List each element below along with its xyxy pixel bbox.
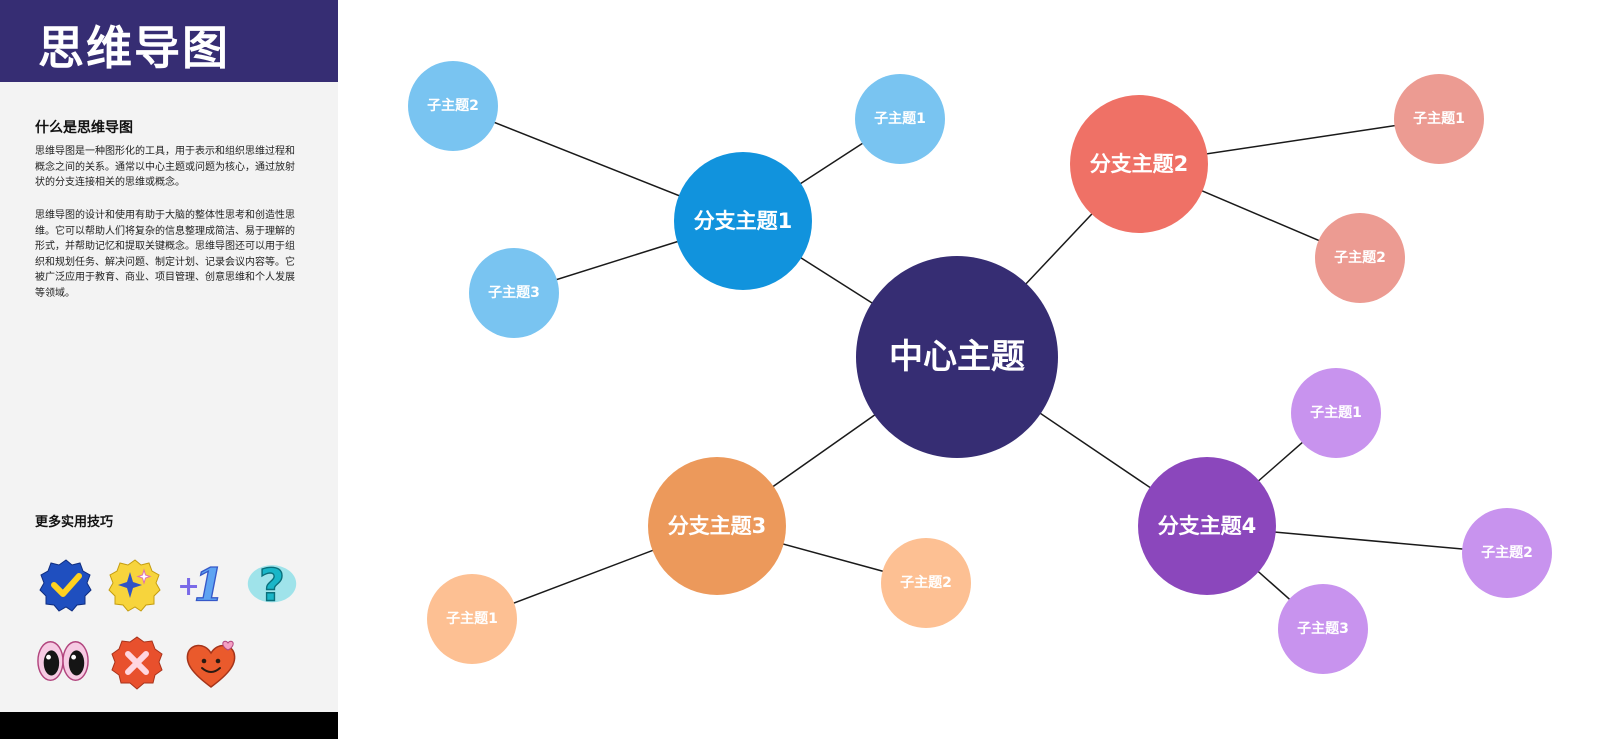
- branch-3-subtopic-2-node-circle: [881, 538, 971, 628]
- branch-4-subtopic-1-node[interactable]: 子主题1: [1291, 368, 1381, 458]
- branch-topic-2-node-label: 分支主题2: [1090, 152, 1189, 176]
- branch-1-subtopic-3-node-circle: [469, 248, 559, 338]
- branch-4-subtopic-2-node[interactable]: 子主题2: [1462, 508, 1552, 598]
- branch-topic-1-node-label: 分支主题1: [694, 209, 793, 233]
- branch-4-subtopic-3-node[interactable]: 子主题3: [1278, 584, 1368, 674]
- x-badge-icon: [111, 636, 163, 690]
- branch-2-subtopic-2-node-circle: [1315, 213, 1405, 303]
- eyes-icon: [37, 640, 89, 682]
- branch-2-subtopic-1-node[interactable]: 子主题1: [1394, 74, 1484, 164]
- about-heading: 什么是思维导图: [35, 120, 133, 136]
- branch-topic-4-node-label: 分支主题4: [1158, 514, 1257, 538]
- branch-2-subtopic-1-node-label: 子主题1: [1413, 110, 1465, 127]
- branch-2-subtopic-2-node-label: 子主题2: [1334, 249, 1386, 266]
- branch-1-subtopic-2-node-circle: [855, 74, 945, 164]
- branch-4-subtopic-1-node-circle: [1291, 368, 1381, 458]
- branch-1-subtopic-1-node[interactable]: 子主题2: [408, 61, 498, 151]
- branch-1-subtopic-1-node-label: 子主题2: [427, 97, 479, 114]
- branch-1-subtopic-2-node-label: 子主题1: [874, 110, 926, 127]
- svg-text:1: 1: [194, 559, 225, 606]
- branch-4-subtopic-2-node-label: 子主题2: [1481, 544, 1533, 561]
- branch-1-subtopic-3-node-label: 子主题3: [488, 284, 540, 301]
- branch-1-subtopic-1-node-circle: [408, 61, 498, 151]
- nodes: 中心主题 分支主题1 子主题2 子主题1 子主题3 分支主题2 子主题1 子主题2 分支主题3 子…: [408, 61, 1552, 674]
- branch-topic-4-node-circle: [1138, 457, 1276, 595]
- tips-heading: 更多实用技巧: [35, 515, 114, 530]
- branch-topic-2-node-circle: [1070, 95, 1208, 233]
- sparkle-badge-icon: [108, 559, 161, 612]
- branch-1-subtopic-2-node[interactable]: 子主题1: [855, 74, 945, 164]
- branch-4-subtopic-2-node-circle: [1462, 508, 1552, 598]
- branch-topic-3-node-circle: [648, 457, 786, 595]
- usage-paragraph: 思维导图的设计和使用有助于大脑的整体性思考和创造性思维。它可以帮助人们将复杂的信…: [35, 210, 295, 299]
- branch-topic-2-node[interactable]: 分支主题2: [1070, 95, 1208, 233]
- question-mark-icon: ?: [247, 559, 297, 608]
- intro-paragraph: 思维导图是一种图形化的工具，用于表示和组织思维过程和概念之间的关系。通常以中心主…: [35, 146, 295, 188]
- branch-4-subtopic-3-node-label: 子主题3: [1297, 620, 1349, 637]
- branch-3-subtopic-1-node-label: 子主题1: [446, 610, 498, 627]
- check-badge-icon: [39, 559, 92, 612]
- branch-2-subtopic-2-node[interactable]: 子主题2: [1315, 213, 1405, 303]
- svg-text:+: +: [177, 571, 200, 602]
- branch-3-subtopic-1-node-circle: [427, 574, 517, 664]
- branch-topic-4-node[interactable]: 分支主题4: [1138, 457, 1276, 595]
- branch-topic-1-node[interactable]: 分支主题1: [674, 152, 812, 290]
- branch-3-subtopic-2-node-label: 子主题2: [900, 574, 952, 591]
- branch-3-subtopic-2-node[interactable]: 子主题2: [881, 538, 971, 628]
- center-topic-node[interactable]: 中心主题: [856, 256, 1058, 458]
- plus-one-icon: + 1: [177, 558, 225, 606]
- center-topic-node-label: 中心主题: [889, 337, 1025, 377]
- branch-2-subtopic-1-node-circle: [1394, 74, 1484, 164]
- sidebar: 思维导图 什么是思维导图 思维导图是一种图形化的工具，用于表示和组织思维过程和概…: [0, 0, 338, 739]
- center-topic-node-circle: [856, 256, 1058, 458]
- branch-topic-1-node-circle: [674, 152, 812, 290]
- branch-4-subtopic-3-node-circle: [1278, 584, 1368, 674]
- bottom-bar: [0, 712, 338, 739]
- page-title: 思维导图: [38, 21, 230, 75]
- branch-1-subtopic-3-node[interactable]: 子主题3: [469, 248, 559, 338]
- svg-text:?: ?: [259, 560, 285, 608]
- branch-3-subtopic-1-node[interactable]: 子主题1: [427, 574, 517, 664]
- smiling-heart-icon: [186, 640, 236, 688]
- branch-4-subtopic-1-node-label: 子主题1: [1310, 404, 1362, 421]
- title-bar: 思维导图: [0, 0, 338, 82]
- branch-topic-3-node-label: 分支主题3: [668, 514, 767, 538]
- branch-topic-3-node[interactable]: 分支主题3: [648, 457, 786, 595]
